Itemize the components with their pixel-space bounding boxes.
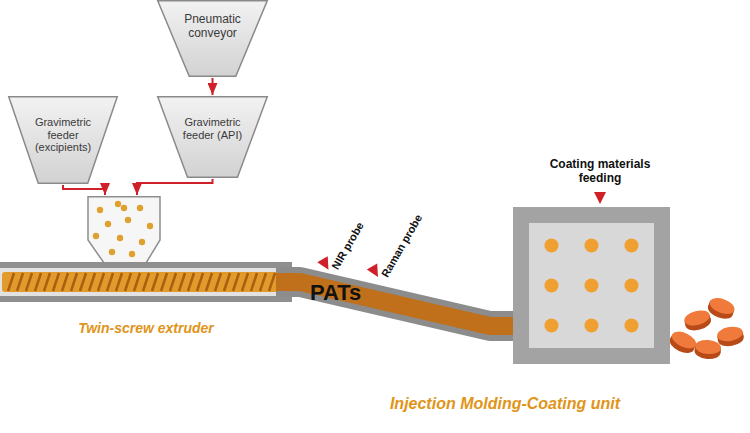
powder-grain [147, 223, 153, 229]
screw-flight [260, 273, 266, 291]
probe-label: NIR probe [329, 220, 367, 272]
mold-cavity [545, 239, 559, 253]
tablets [667, 295, 745, 360]
powder-grain [117, 235, 123, 241]
screw-flight [170, 273, 176, 291]
feeder-hopper: Gravimetric feeder (excipients) [8, 96, 118, 184]
unit-label: Injection Molding-Coating unit [360, 395, 650, 413]
screw-flight [71, 273, 77, 291]
powder-grain [139, 239, 145, 245]
hopper-label: Pneumatic conveyor [171, 13, 255, 41]
screw-flight [53, 273, 59, 291]
pat-tube: PATs [284, 262, 532, 362]
hopper-shape [9, 97, 118, 184]
mold-cavity [625, 319, 639, 333]
barrel-bore [0, 268, 292, 296]
screw-flight [134, 273, 140, 291]
mold-cavity [585, 279, 599, 293]
pat-tube-outline [284, 262, 532, 362]
unit-label: Twin-screw extruder [0, 320, 292, 336]
powder-grain [121, 205, 127, 211]
conveyor-hopper: Pneumatic conveyor [157, 0, 268, 77]
screw [2, 272, 290, 292]
molding-unit-outline [513, 207, 670, 364]
mold-cavity [585, 319, 599, 333]
hopper-shape [158, 1, 268, 77]
extruder-unit: Twin-screw extruder [0, 196, 292, 302]
tablet [716, 325, 745, 348]
screw-flight [89, 273, 95, 291]
mold-cavity [545, 319, 559, 333]
barrel-wall [0, 262, 292, 268]
tablet [667, 328, 699, 356]
screw-flight [62, 273, 68, 291]
screw-flight [161, 273, 167, 291]
screw-flight [125, 273, 131, 291]
powder-grain [125, 217, 131, 223]
tablet [694, 339, 722, 360]
screw-flight [251, 273, 257, 291]
screw-flight [26, 273, 32, 291]
screw-flight [44, 273, 50, 291]
feed-triangle [594, 192, 606, 204]
powder-grain [129, 251, 135, 257]
powder-grain [115, 201, 121, 207]
screw-flight [206, 273, 212, 291]
unit-label: PATs [310, 280, 390, 305]
powder-grain [93, 233, 99, 239]
tablet [706, 295, 737, 322]
flow-arrow [212, 78, 214, 95]
mold-cavity [585, 239, 599, 253]
hopper-shape [158, 97, 268, 178]
screw-flight [224, 273, 230, 291]
powder-grain [105, 221, 111, 227]
feed-hopper [88, 197, 160, 263]
screw-flight [107, 273, 113, 291]
flow-arrow [137, 179, 213, 195]
mold-cavity [625, 239, 639, 253]
screw-flight [116, 273, 122, 291]
extruder-unit-outline [0, 196, 292, 302]
mold-cavity [625, 279, 639, 293]
screw-flight [35, 273, 41, 291]
screw-flight [80, 273, 86, 291]
hopper-label: Gravimetric feeder (API) [171, 116, 255, 141]
flow-arrow [63, 185, 105, 195]
powder-grain [97, 207, 103, 213]
feeder-hopper: Gravimetric feeder (API) [157, 96, 268, 178]
probe-label: Raman probe [379, 212, 426, 279]
screw-flight [188, 273, 194, 291]
extruder-drawing [0, 197, 292, 302]
feed-marker [594, 192, 606, 204]
screw-flight [17, 273, 23, 291]
screw-flight [269, 273, 275, 291]
screw-flight [8, 273, 14, 291]
molding-unit: Injection Molding-Coating unit [513, 207, 670, 364]
mold-plate [529, 223, 654, 348]
screw-flight [152, 273, 158, 291]
feed-label: Coating materials feeding [540, 157, 660, 186]
screw-flight [242, 273, 248, 291]
screw-flight [197, 273, 203, 291]
screw-flight [143, 273, 149, 291]
screw-flight [215, 273, 221, 291]
mold-cavity [545, 279, 559, 293]
powder-grain [137, 205, 143, 211]
barrel-wall [0, 296, 292, 302]
screw-flight [179, 273, 185, 291]
mold-housing [513, 207, 670, 364]
tablet [683, 308, 713, 333]
screw-flight [98, 273, 104, 291]
powder-grain [109, 249, 115, 255]
screw-flight [233, 273, 239, 291]
hopper-label: Gravimetric feeder (excipients) [21, 116, 105, 154]
